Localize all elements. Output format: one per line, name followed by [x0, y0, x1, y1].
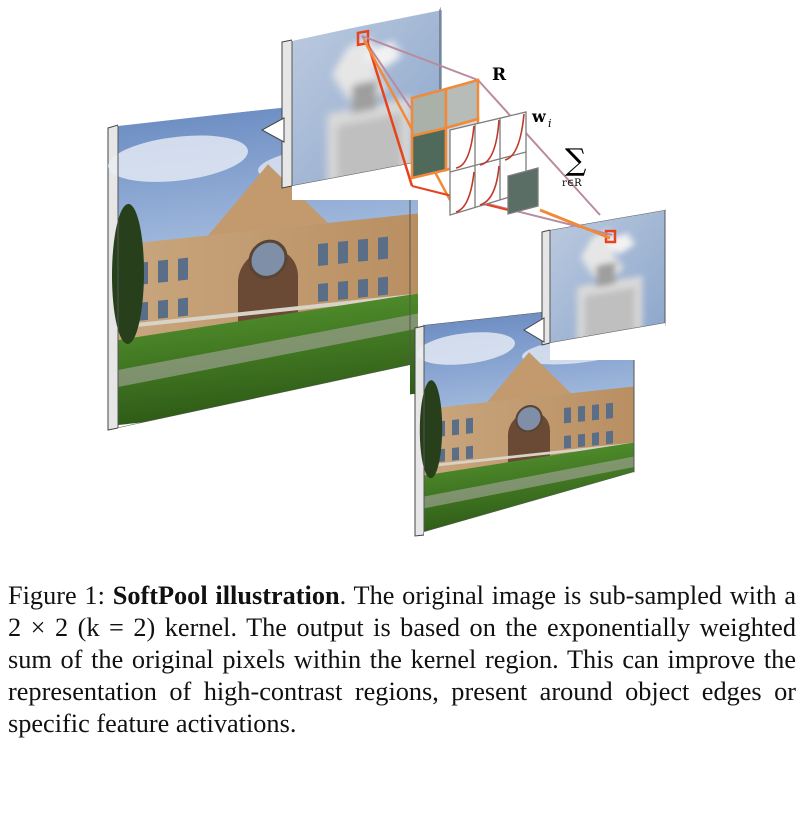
output-pixel: [507, 167, 539, 215]
weight-curves: [455, 113, 525, 213]
kernel-cell-3: [410, 126, 448, 180]
sum-subscript: r∈R: [562, 178, 582, 189]
caption-text-before: . The original image is sub-sampled with…: [339, 581, 797, 610]
region-label: R: [492, 65, 507, 85]
caption-label: Figure 1:: [8, 581, 105, 610]
weights-label: w: [531, 107, 547, 126]
kernel-parameter-formula: (k = 2): [77, 613, 156, 642]
caption-title: SoftPool illustration: [112, 581, 340, 610]
caption-text-after: kernel. The output is based on the expon…: [8, 613, 796, 738]
sum-symbol: ∑: [565, 143, 587, 178]
input-zoom-patch: [260, 0, 442, 200]
weights-subscript: i: [548, 117, 552, 130]
figure-canvas: R w i ∑ r∈R: [106, 0, 666, 537]
figure-caption: Figure 1: SoftPool illustration. The ori…: [8, 580, 796, 740]
weights-grid: [449, 111, 539, 216]
output-zoom-patch: [523, 200, 666, 360]
kernel-size-formula: 2 × 2: [8, 613, 69, 642]
softpool-figure: R w i ∑ r∈R: [106, 0, 666, 537]
